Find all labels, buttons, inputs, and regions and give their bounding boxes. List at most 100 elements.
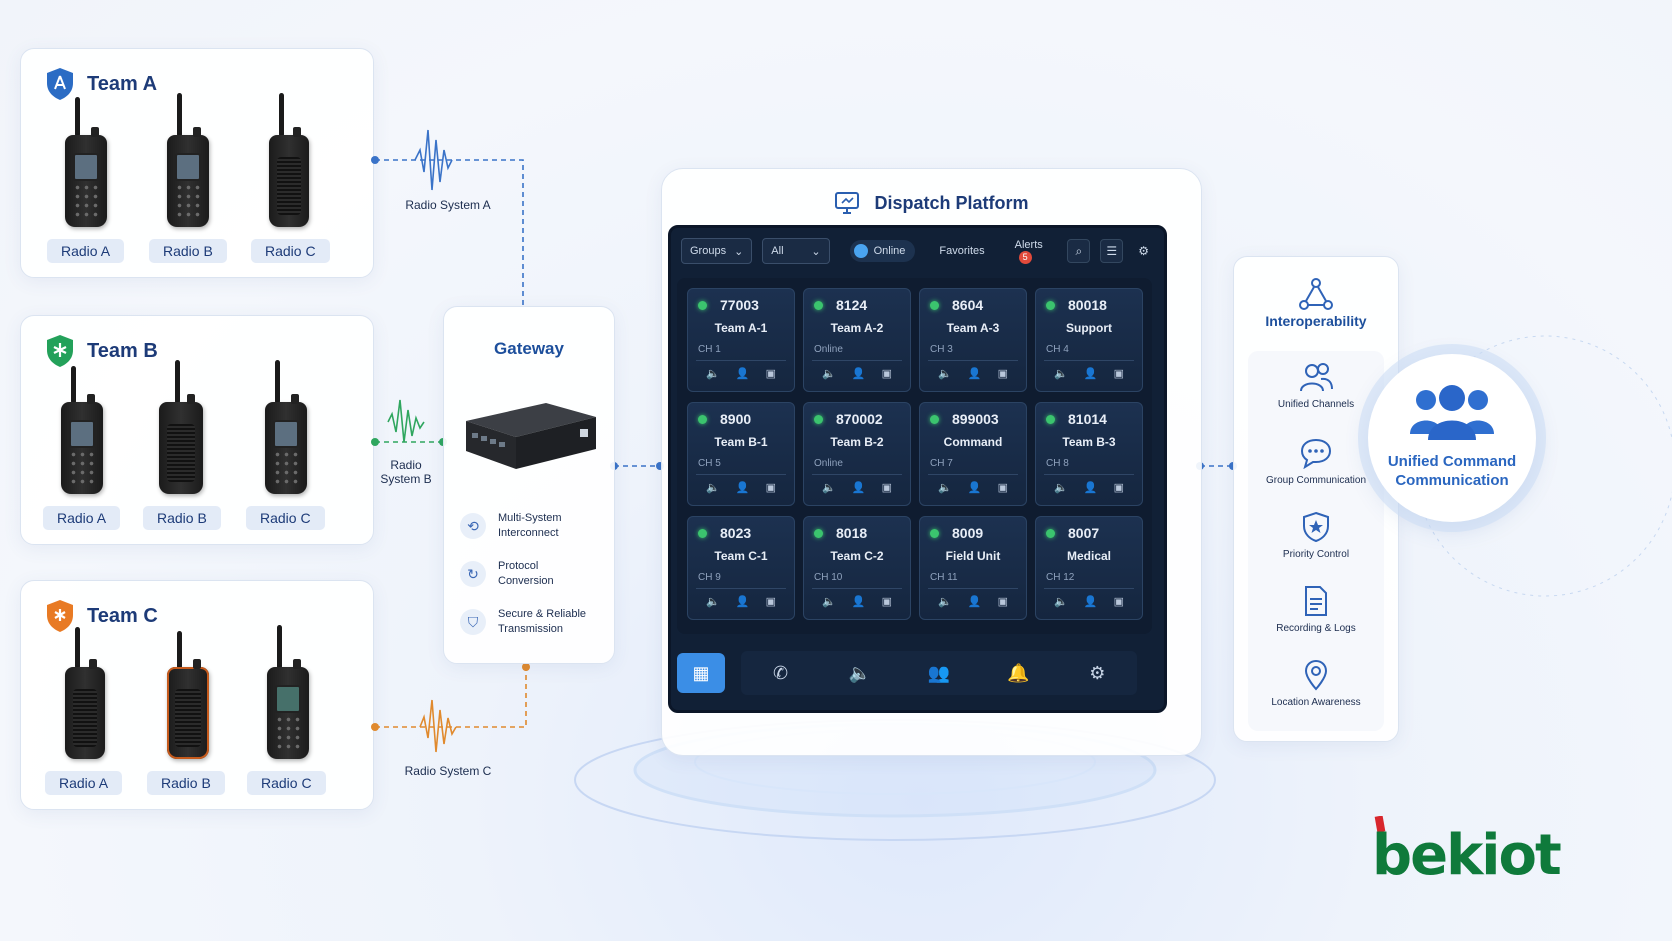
person-icon[interactable]: 👤 <box>1083 482 1098 494</box>
tile-actions: 🔈 👤 ▣ <box>698 481 784 494</box>
speaker-icon[interactable]: 🔈 <box>706 482 720 494</box>
document-icon <box>1305 586 1327 616</box>
dispatch-toolbar: Groups⌄ All⌄ Online Favorites Alerts5 ⌕ … <box>681 238 1154 264</box>
person-icon[interactable]: 👤 <box>851 596 866 608</box>
channel-name: Team B-1 <box>714 435 768 449</box>
speaker-icon[interactable]: 🔈 <box>1054 482 1068 494</box>
tile-divider <box>696 588 786 589</box>
speaker-icon[interactable]: 🔈 <box>1054 368 1068 380</box>
person-icon[interactable]: 👤 <box>1083 368 1098 380</box>
speaker-icon[interactable]: 🔈 <box>938 596 952 608</box>
speaker-icon[interactable]: 🔈 <box>706 368 720 380</box>
online-toggle[interactable]: Online <box>849 240 916 262</box>
speaker-icon[interactable]: 🔈 <box>706 596 720 608</box>
contacts-icon[interactable]: ▣ <box>765 368 776 380</box>
radio-system-c-label: Radio System C <box>404 764 492 778</box>
settings-icon[interactable]: ⚙ <box>1138 244 1149 258</box>
person-icon[interactable]: 👤 <box>851 368 866 380</box>
contacts-icon[interactable]: ▣ <box>881 482 892 494</box>
contacts-icon[interactable]: ▣ <box>881 596 892 608</box>
channel-status: CH 8 <box>1046 458 1069 469</box>
person-icon[interactable]: 👤 <box>1083 596 1098 608</box>
phone-icon[interactable]: ✆ <box>773 662 789 683</box>
contacts-icon[interactable]: ▣ <box>765 596 776 608</box>
contacts-icon[interactable]: ▣ <box>997 596 1008 608</box>
person-icon[interactable]: 👤 <box>851 482 866 494</box>
speaker-icon[interactable]: 🔈 <box>822 482 836 494</box>
channel-name: Team C-2 <box>830 549 884 563</box>
tile-actions: 🔈 👤 ▣ <box>698 595 784 608</box>
channel-status: CH 5 <box>698 458 721 469</box>
monitor-icon <box>835 192 860 214</box>
bell-icon[interactable]: 🔔 <box>1006 662 1030 683</box>
contacts-icon[interactable]: ▣ <box>1113 482 1124 494</box>
status-online-icon <box>698 301 707 310</box>
dashboard-grid-icon[interactable]: ▦ <box>677 653 725 693</box>
channel-name: Team A-1 <box>714 321 768 335</box>
favorites-tab[interactable]: Favorites <box>939 245 985 257</box>
speaker-icon[interactable]: 🔈 <box>822 368 836 380</box>
svg-text:bekiot: bekiot <box>1372 823 1561 882</box>
person-icon[interactable]: 👤 <box>967 596 982 608</box>
interop-label: Group Communication <box>1265 475 1367 486</box>
speaker-icon[interactable]: 🔈 <box>822 596 836 608</box>
contacts-icon[interactable]: ▣ <box>997 368 1008 380</box>
person-icon[interactable]: 👤 <box>967 368 982 380</box>
contacts-icon[interactable]: 👥 <box>927 662 951 683</box>
unified-command-circle: Unified Command Communication <box>1368 354 1536 522</box>
gear-icon[interactable]: ⚙ <box>1089 662 1106 683</box>
contacts-icon[interactable]: ▣ <box>1113 368 1124 380</box>
filter-dropdown[interactable]: All⌄ <box>762 238 830 264</box>
speaker-icon[interactable]: 🔈 <box>938 368 952 380</box>
alerts-tab[interactable]: Alerts5 <box>1015 239 1058 264</box>
status-online-icon <box>930 415 939 424</box>
interop-item-location-awareness: Location Awareness <box>1234 659 1398 708</box>
person-icon[interactable]: 👤 <box>735 596 750 608</box>
chevron-down-icon: ⌄ <box>734 245 744 258</box>
channel-status: CH 11 <box>930 572 958 583</box>
contacts-icon[interactable]: ▣ <box>881 368 892 380</box>
channel-status: CH 4 <box>1046 344 1069 355</box>
channel-name: Command <box>943 435 1003 449</box>
groups-dropdown[interactable]: Groups⌄ <box>681 238 753 264</box>
radio-b-label: Radio B <box>143 506 221 530</box>
person-icon[interactable]: 👤 <box>735 482 750 494</box>
contacts-icon[interactable]: ▣ <box>1113 596 1124 608</box>
ucc-line1: Unified Command <box>1387 453 1517 470</box>
tile-actions: 🔈 👤 ▣ <box>1046 367 1132 380</box>
radio-wave-c-icon <box>419 699 457 753</box>
person-icon[interactable]: 👤 <box>735 368 750 380</box>
radio-wave-b-icon <box>387 399 425 443</box>
alerts-label: Alerts <box>1014 238 1043 251</box>
channel-name: Medical <box>1066 549 1111 563</box>
bekiot-logo: bekiot <box>1372 815 1563 895</box>
contacts-icon[interactable]: ▣ <box>997 482 1008 494</box>
person-icon[interactable]: 👤 <box>967 482 982 494</box>
channel-status: CH 1 <box>698 344 721 355</box>
channel-name: Team C-1 <box>714 549 768 563</box>
channel-status: CH 10 <box>814 572 843 583</box>
list-view-icon[interactable]: ☰ <box>1100 239 1124 263</box>
speaker-icon[interactable]: 🔈 <box>938 482 952 494</box>
speaker-icon[interactable]: 🔈 <box>1054 596 1068 608</box>
status-online-icon <box>1046 415 1055 424</box>
channel-number: 899003 <box>952 411 999 427</box>
status-online-icon <box>814 415 823 424</box>
search-icon[interactable]: ⌕ <box>1067 239 1091 263</box>
status-online-icon <box>698 529 707 538</box>
contacts-icon[interactable]: ▣ <box>765 482 776 494</box>
speaker-icon[interactable]: 🔈 <box>848 662 871 683</box>
